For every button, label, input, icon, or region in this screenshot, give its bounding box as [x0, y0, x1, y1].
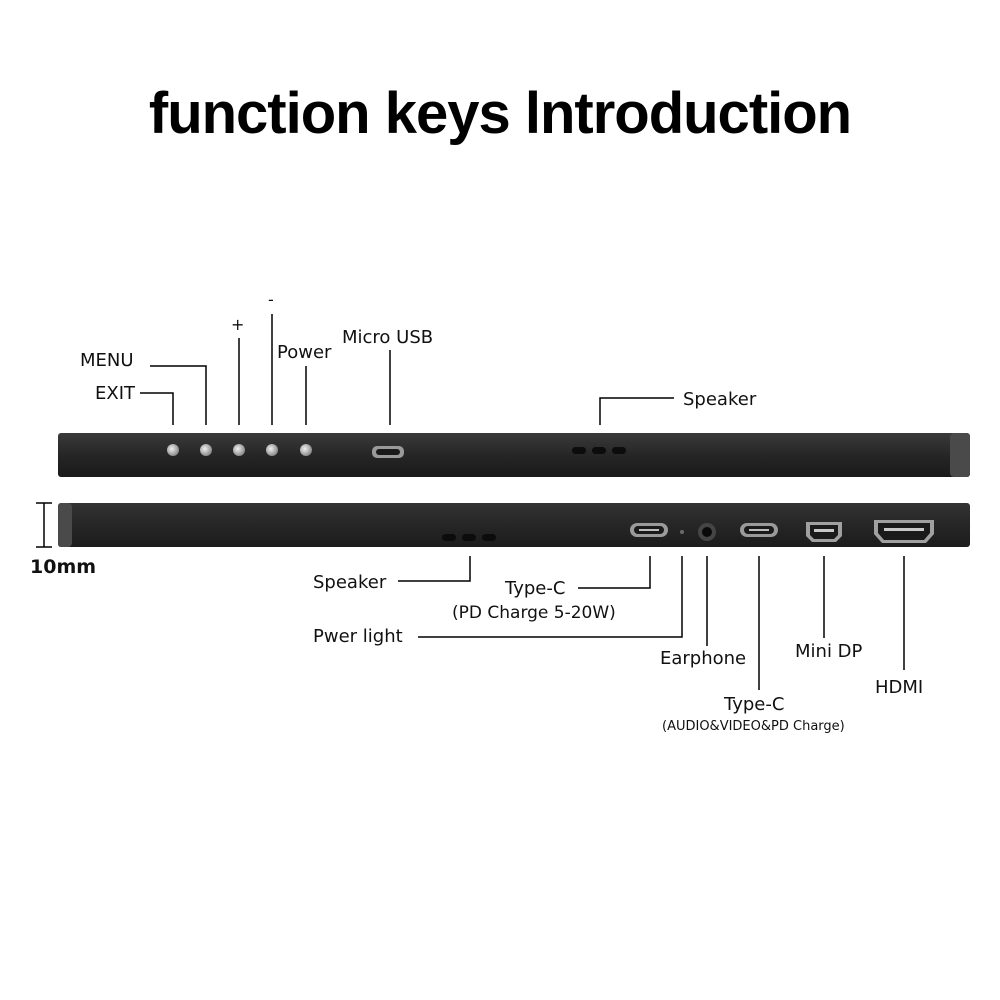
- bottom-speaker-grille: [442, 534, 496, 541]
- label-hdmi: HDMI: [875, 677, 924, 698]
- page-title: function keys lntroduction: [148, 81, 852, 146]
- label-type-c-av: Type-C: [724, 694, 785, 715]
- top-edge-body: [58, 433, 970, 477]
- label-type-c-av-note: (AUDIO&VIDEO&PD Charge): [662, 719, 845, 734]
- menu-button-shape: [200, 444, 212, 456]
- label-earphone: Earphone: [660, 648, 747, 669]
- label-power-light: Pwer light: [313, 626, 403, 647]
- bottom-leader-lines: [398, 556, 905, 690]
- label-type-c-pd: Type-C: [505, 578, 566, 599]
- label-menu: MENU: [80, 350, 134, 371]
- plus-button-shape: [233, 444, 245, 456]
- label-mini-dp: Mini DP: [795, 641, 863, 662]
- thickness-dimension: [36, 502, 52, 548]
- bottom-edge-body: [58, 503, 970, 547]
- earphone-jack: [698, 523, 716, 541]
- hdmi-port: [874, 520, 934, 543]
- label-exit: EXIT: [95, 383, 136, 404]
- top-leader-lines: [140, 314, 674, 425]
- minus-button-shape: [266, 444, 278, 456]
- label-type-c-pd-note: (PD Charge 5-20W): [452, 603, 616, 623]
- type-c-pd-port: [630, 523, 668, 537]
- power-light-dot: [680, 530, 684, 534]
- label-plus: +: [231, 315, 245, 334]
- type-c-av-port: [740, 523, 778, 537]
- label-micro-usb: Micro USB: [342, 327, 434, 348]
- mini-dp-port: [806, 522, 842, 542]
- power-button-shape: [300, 444, 312, 456]
- label-minus: -: [268, 290, 274, 309]
- label-top-speaker: Speaker: [683, 389, 757, 410]
- label-power: Power: [277, 342, 332, 363]
- label-bottom-speaker: Speaker: [313, 572, 387, 593]
- micro-usb-port: [372, 446, 404, 458]
- top-speaker-grille: [572, 447, 626, 454]
- exit-button-shape: [167, 444, 179, 456]
- label-thickness: 10mm: [30, 556, 97, 578]
